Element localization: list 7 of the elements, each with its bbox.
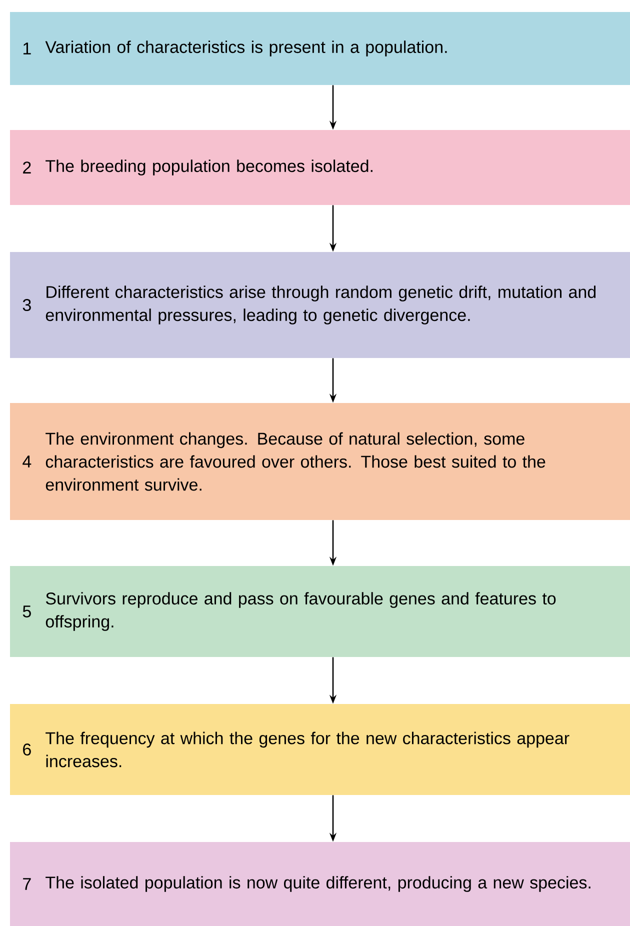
step-box: 4 The environment changes. Because of natural selection, some characteristics are favoured over others. Those best suited to the environment survive. [10, 403, 630, 520]
step-box: 2 The breeding population becomes isolated. [10, 130, 630, 205]
step-box: 6 The frequency at which the genes for the new characteristics appear increases. [10, 704, 630, 795]
step-box: 7 The isolated population is now quite different, producing a new species. [10, 842, 630, 926]
step-box: 1 Variation of characteristics is present in a population. [10, 12, 630, 85]
step-box: 3 Different characteristics arise through random genetic drift, mutation and environmental pressures, leading to genetic divergence. [10, 252, 630, 358]
step-box: 5 Survivors reproduce and pass on favourable genes and features to offspring. [10, 566, 630, 657]
